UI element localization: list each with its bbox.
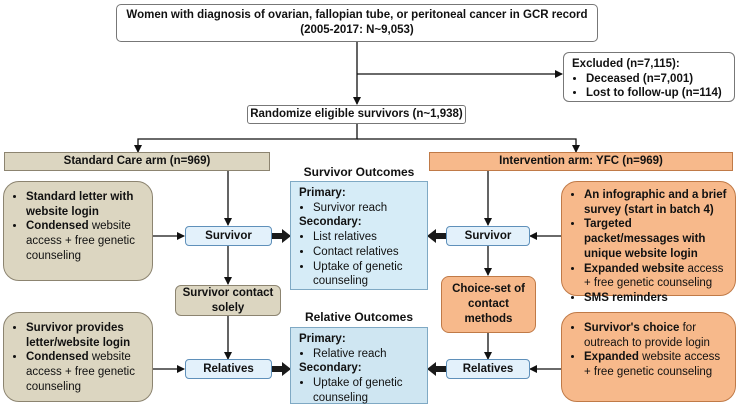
intervention-arm-box: Intervention arm: YFC (n=969) xyxy=(429,152,733,171)
survivor-secondary-label: Secondary: xyxy=(299,216,362,229)
randomize-box: Randomize eligible survivors (n~1,938) xyxy=(247,105,466,124)
excluded-title: Excluded (n=7,115): xyxy=(572,58,680,70)
survivor-primary-label: Primary: xyxy=(299,187,346,199)
int-rel-item: Expanded website access + free genetic c… xyxy=(584,350,727,379)
block-arrow-relatives-left-to-outcomes xyxy=(272,362,291,376)
std-rel-item: Condensed website access + free genetic … xyxy=(26,350,144,394)
relatives-node-intervention: Relatives xyxy=(446,359,530,379)
relative-primary-label: Primary: xyxy=(299,333,346,345)
arrow-to-standard-arm xyxy=(134,124,358,153)
survivor-contact-solely-box: Survivor contact solely xyxy=(175,285,281,316)
relative-secondary-item: Uptake of genetic counseling xyxy=(313,376,419,405)
relatives-node-standard: Relatives xyxy=(185,359,272,379)
std-info-item: Standard letter with website login xyxy=(26,190,144,219)
standard-relative-info-box: Survivor provides letter/website login C… xyxy=(3,312,153,402)
int-info-item: SMS reminders xyxy=(584,291,727,306)
arrow-to-intervention-arm xyxy=(357,138,580,153)
survivor-node-standard: Survivor xyxy=(185,226,272,246)
survivor-primary-item: Survivor reach xyxy=(313,201,419,216)
block-arrow-relatives-right-to-outcomes xyxy=(427,362,446,376)
survivor-node-intervention: Survivor xyxy=(446,226,530,246)
intervention-survivor-info-box: An infographic and a brief survey (start… xyxy=(561,181,736,304)
int-rel-item: Survivor's choice for outreach to provid… xyxy=(584,321,727,350)
block-arrow-survivor-right-to-outcomes xyxy=(427,229,446,243)
excluded-item: Deceased (n=7,001) xyxy=(586,72,726,87)
int-info-item: Expanded website access + free genetic c… xyxy=(584,262,727,291)
excluded-box: Excluded (n=7,115): Deceased (n=7,001) L… xyxy=(563,52,735,102)
relative-primary-item: Relative reach xyxy=(313,347,419,362)
standard-arm-box: Standard Care arm (n=969) xyxy=(4,152,270,171)
excluded-item: Lost to follow-up (n=114) xyxy=(586,86,726,101)
survivor-secondary-item: Contact relatives xyxy=(313,245,419,260)
int-info-item: An infographic and a brief survey (start… xyxy=(584,188,727,217)
standard-survivor-info-box: Standard letter with website login Conde… xyxy=(3,181,153,281)
population-line2: (2005-2017: N~9,053) xyxy=(300,24,414,36)
population-line1: Women with diagnosis of ovarian, fallopi… xyxy=(126,9,588,22)
std-info-item: Condensed website access + free genetic … xyxy=(26,219,144,263)
survivor-outcomes-box: Primary: Survivor reach Secondary: List … xyxy=(290,181,428,290)
relative-outcomes-box: Primary: Relative reach Secondary: Uptak… xyxy=(290,327,428,404)
intervention-relative-info-box: Survivor's choice for outreach to provid… xyxy=(561,312,736,402)
survivor-outcomes-heading: Survivor Outcomes xyxy=(303,165,415,179)
population-box: Women with diagnosis of ovarian, fallopi… xyxy=(116,4,598,42)
choice-set-box: Choice-set of contact methods xyxy=(441,276,536,333)
survivor-secondary-item: List relatives xyxy=(313,230,419,245)
int-info-item: Targeted packet/messages with unique web… xyxy=(584,217,727,261)
block-arrow-survivor-left-to-outcomes xyxy=(272,229,291,243)
relative-outcomes-heading: Relative Outcomes xyxy=(304,310,414,324)
relative-secondary-label: Secondary: xyxy=(299,362,362,375)
survivor-secondary-item: Uptake of genetic counseling xyxy=(313,260,419,289)
std-rel-item: Survivor provides letter/website login xyxy=(26,321,144,350)
